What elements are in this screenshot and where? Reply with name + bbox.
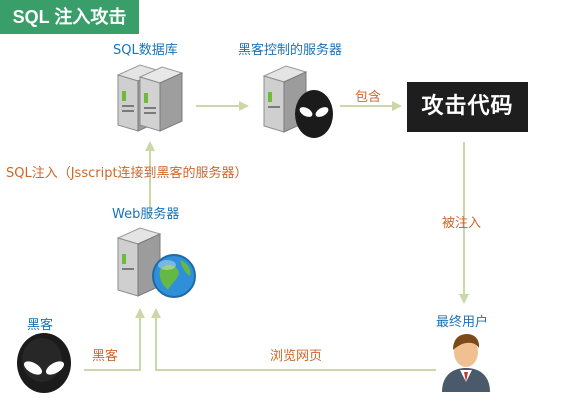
- edge-hacker-to-web: [84, 308, 145, 371]
- sql-db-label: SQL数据库: [113, 43, 178, 58]
- edge-label-hacker: 黑客: [92, 349, 119, 364]
- end-user-label: 最终用户: [436, 315, 489, 330]
- user-icon: [442, 334, 490, 392]
- edge-label-browse: 浏览网页: [270, 349, 323, 364]
- hacker-label: 黑客: [27, 318, 54, 333]
- edge-label-contains: 包含: [355, 90, 382, 105]
- edge-user-to-web: [151, 308, 436, 371]
- hacker-server-label: 黑客控制的服务器: [238, 43, 343, 58]
- edge-label-sql-injection: SQL注入（Jsscript连接到黑客的服务器）: [6, 166, 248, 181]
- web-server-label: Web服务器: [112, 207, 180, 222]
- edge-label-injected: 被注入: [442, 216, 482, 231]
- web-server-globe-icon: [116, 227, 196, 298]
- database-server-icon: [116, 64, 184, 132]
- attack-code-box: 攻击代码: [407, 82, 528, 132]
- diagram-title: SQL 注入攻击: [0, 0, 139, 34]
- server-alien-icon: [262, 65, 333, 138]
- alien-head-icon: [17, 333, 71, 393]
